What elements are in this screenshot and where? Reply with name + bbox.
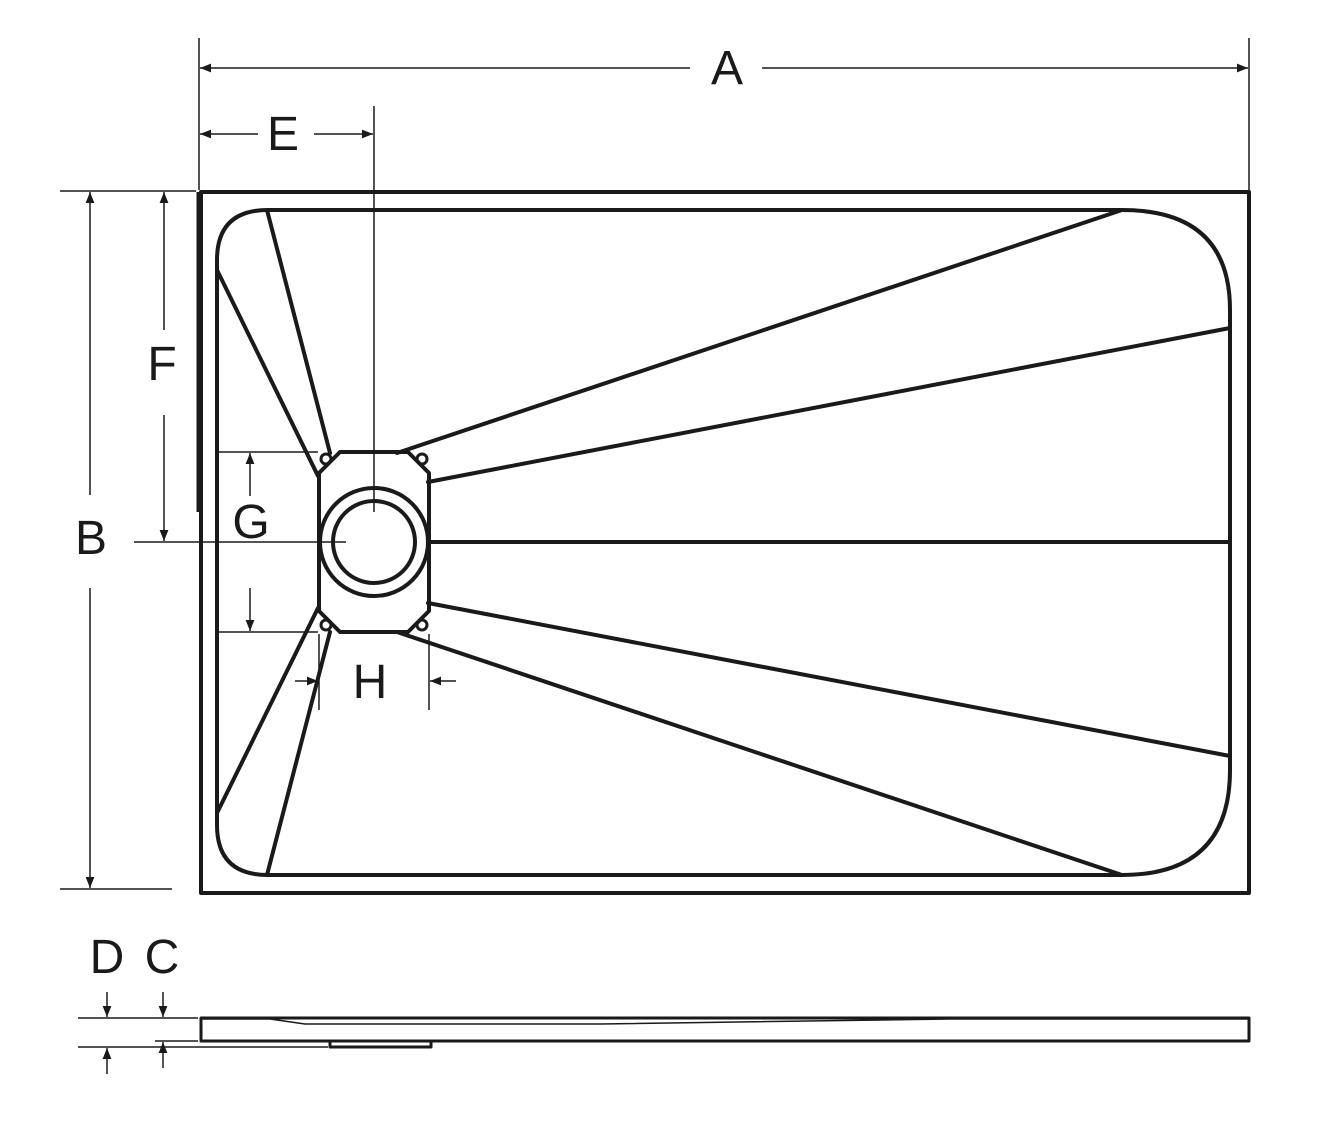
label-c: C bbox=[145, 931, 180, 984]
tray-inner-basin bbox=[215, 208, 1232, 877]
dimension-b: B bbox=[60, 190, 196, 890]
dimension-a: A bbox=[198, 38, 1250, 190]
label-b: B bbox=[75, 512, 107, 565]
dimension-g: G bbox=[218, 451, 318, 633]
dimension-e: E bbox=[200, 106, 375, 512]
label-h: H bbox=[353, 656, 388, 709]
dimension-c: C bbox=[145, 931, 198, 1068]
dimension-d: D bbox=[78, 931, 328, 1074]
label-a: A bbox=[711, 42, 743, 95]
tray-top-view bbox=[196, 190, 1251, 895]
label-e: E bbox=[267, 108, 299, 161]
tray-side-view bbox=[199, 1016, 1251, 1049]
slope-lines bbox=[215, 208, 1232, 877]
label-g: G bbox=[232, 496, 269, 549]
side-view-drain bbox=[328, 1039, 433, 1049]
dimension-h: H bbox=[295, 634, 456, 710]
dimension-f: F bbox=[134, 192, 346, 543]
label-f: F bbox=[147, 338, 176, 391]
label-d: D bbox=[90, 931, 125, 984]
